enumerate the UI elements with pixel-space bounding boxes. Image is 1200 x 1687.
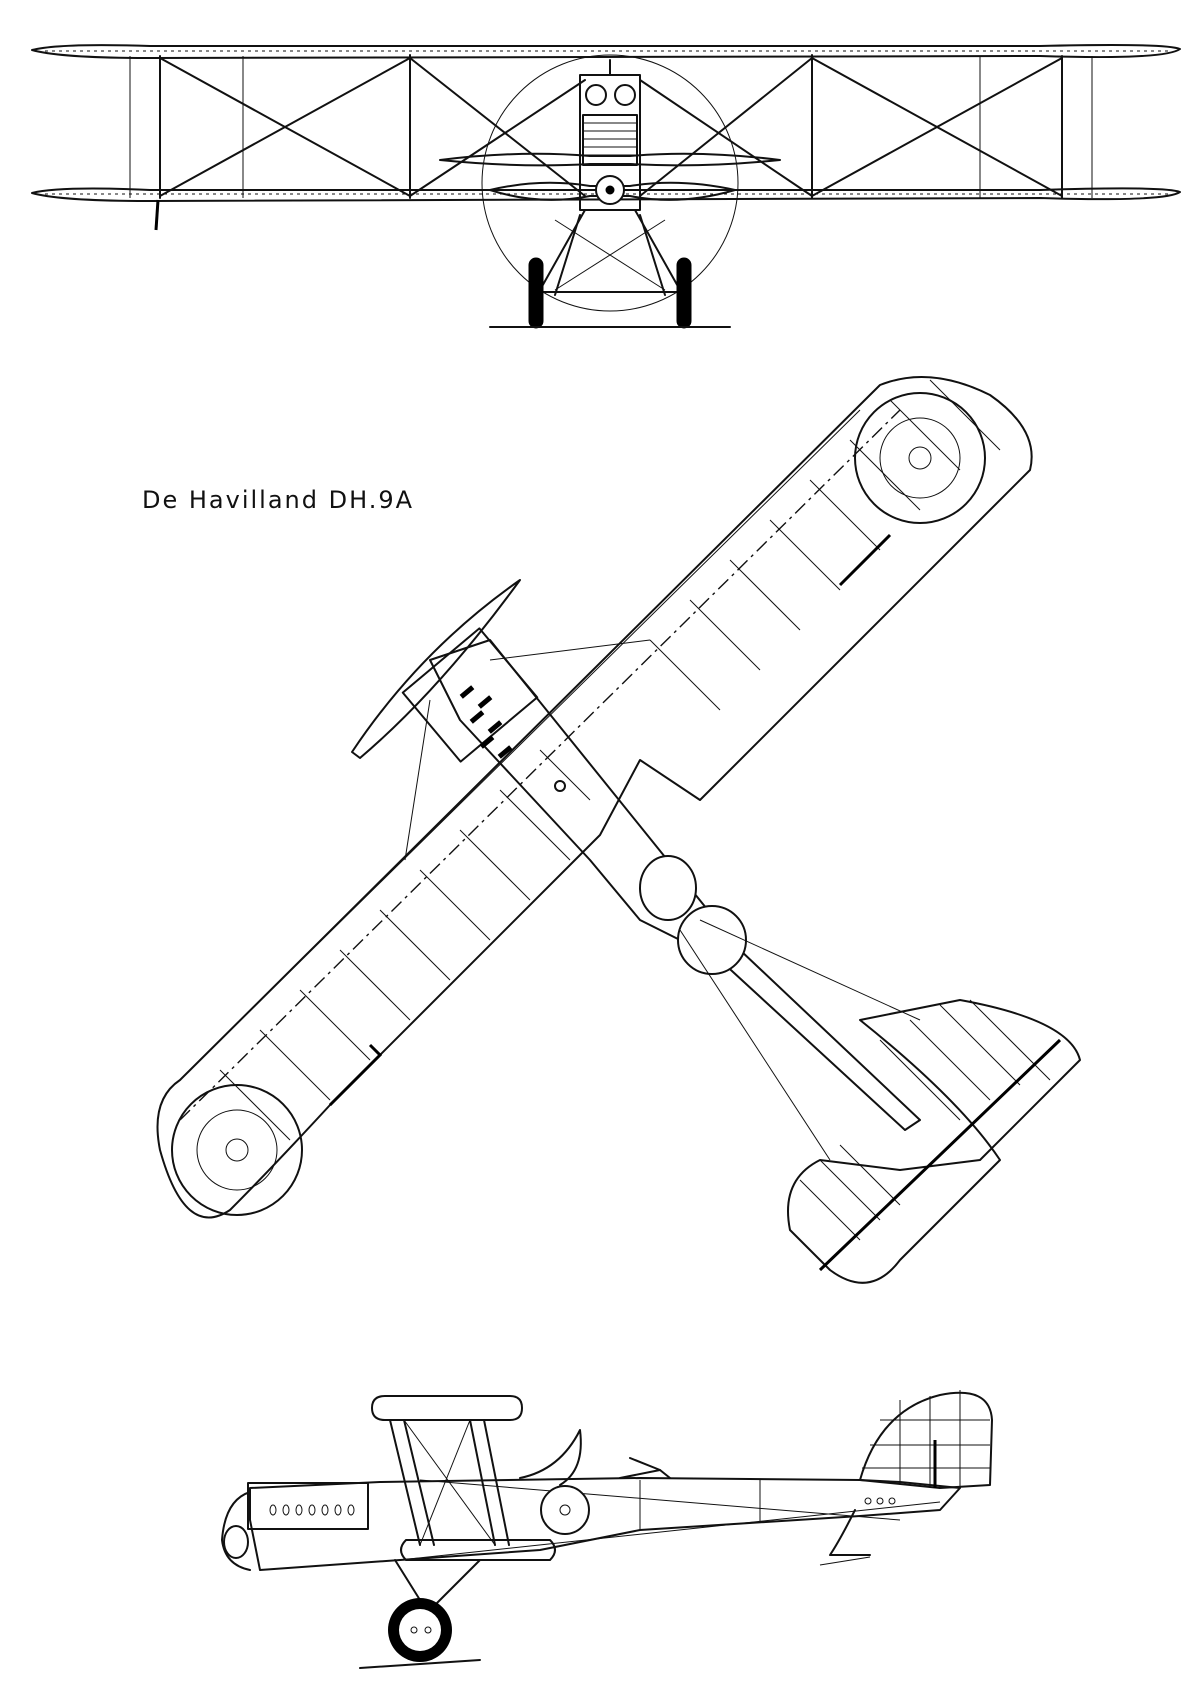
front-propeller [489, 175, 736, 205]
exhaust-ports [269, 1504, 355, 1516]
front-undercarriage [489, 209, 731, 329]
side-tail-skid [819, 1509, 871, 1566]
front-upper-wing [31, 44, 1181, 59]
plan-tailplane [787, 999, 1081, 1284]
drawing-title: De Havilland DH.9A [142, 486, 415, 514]
plan-roundel-right [854, 392, 986, 524]
front-view [31, 44, 1181, 329]
plan-fuselage [401, 627, 921, 1131]
front-tailplane [439, 152, 781, 167]
side-lower-wing [400, 1539, 556, 1561]
side-fuselage [221, 1477, 961, 1571]
plan-view [156, 376, 1081, 1284]
side-upper-wing [371, 1395, 523, 1421]
observer-cockpit [677, 905, 747, 975]
front-bracing-wires [159, 57, 1063, 197]
front-interplane-struts [129, 54, 1093, 199]
plan-propeller [351, 579, 521, 759]
side-view [221, 1390, 993, 1669]
side-rear-wheel-fairing [540, 1485, 590, 1535]
plan-main-wing [156, 376, 1033, 1219]
exhaust-stubs [459, 685, 513, 759]
side-spinner [223, 1525, 249, 1559]
side-undercarriage [359, 1485, 590, 1669]
rear-dots [864, 1497, 896, 1505]
wing-ribs [219, 379, 1001, 1141]
side-tail-fin [859, 1390, 993, 1489]
propeller-disc [481, 54, 739, 312]
plan-struts [404, 639, 921, 1161]
side-cabane-struts [389, 1419, 510, 1546]
wingtip-skid [154, 199, 160, 231]
side-cockpit [519, 1429, 671, 1486]
plan-roundel-left [171, 1084, 303, 1216]
pilot-cockpit [639, 855, 697, 921]
